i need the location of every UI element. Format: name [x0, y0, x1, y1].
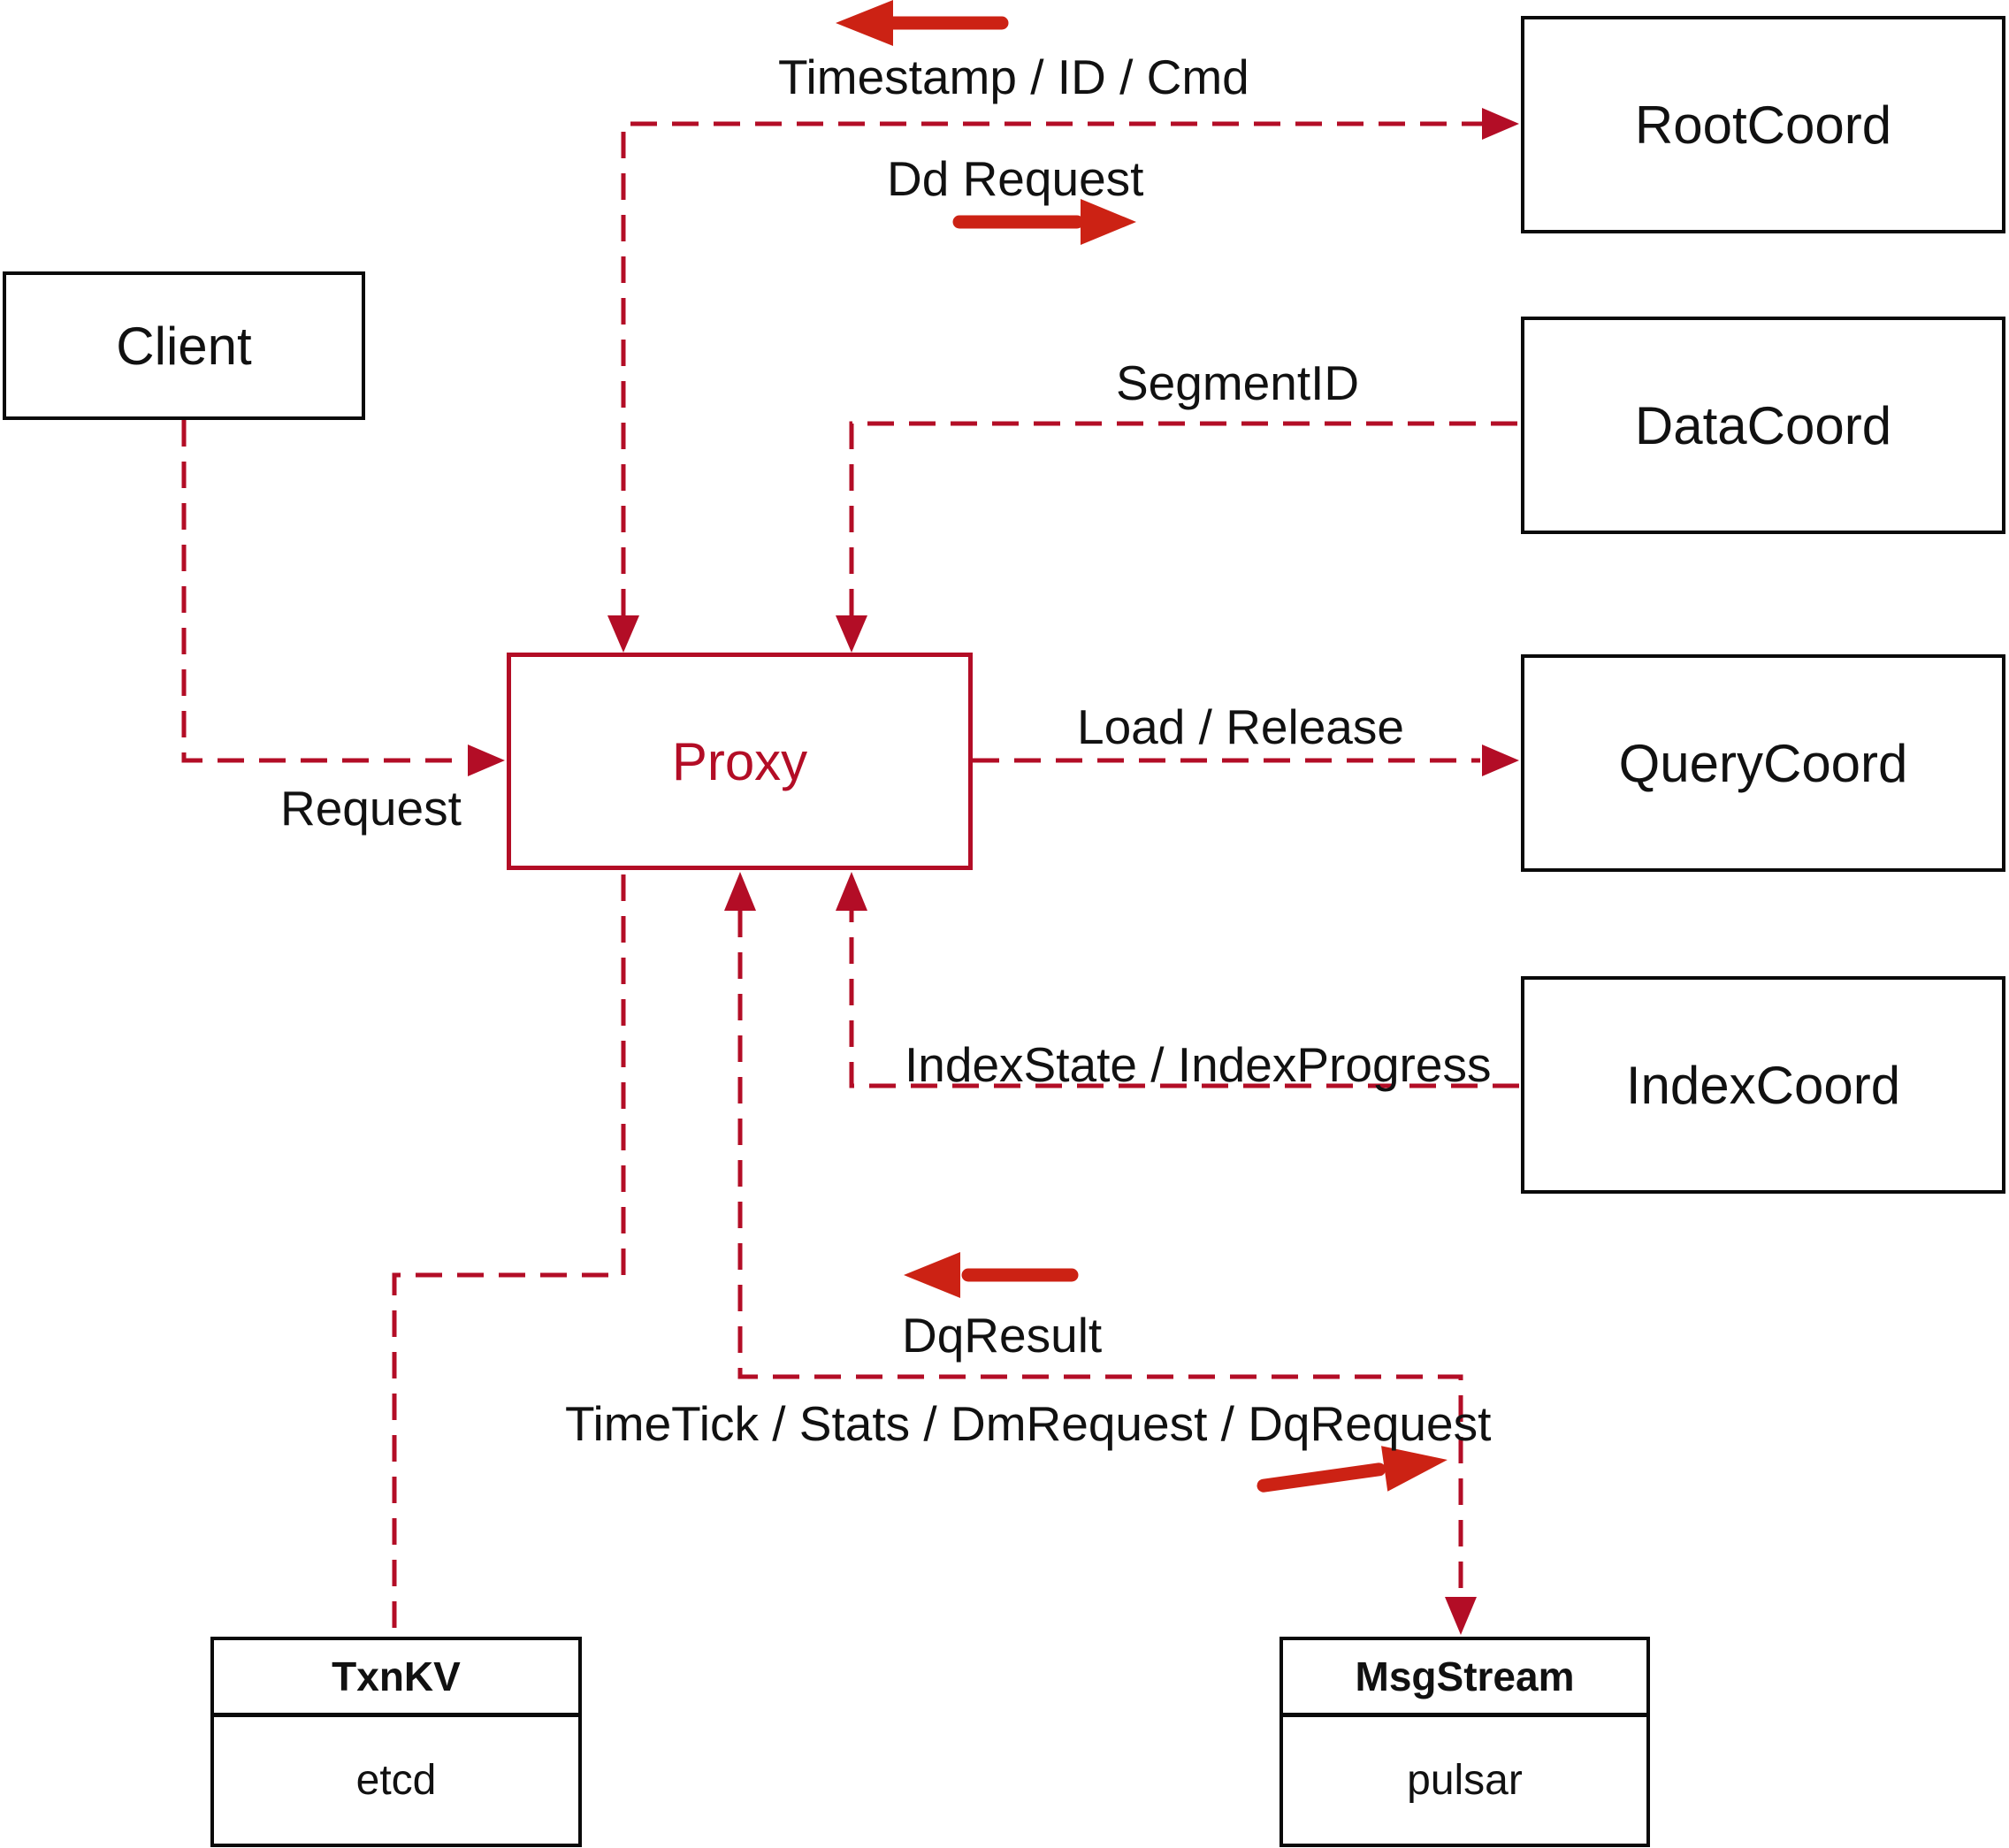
arrow-head — [836, 0, 893, 46]
edge-label-request: Request — [280, 781, 462, 836]
edge-label-index-state-progress: IndexState / IndexProgress — [905, 1037, 1492, 1092]
querycoord-node: QueryCoord — [1521, 654, 2005, 872]
arrowhead-into-proxy-top-right-icon — [836, 615, 867, 653]
datacoord-label: DataCoord — [1634, 395, 1892, 455]
edge-label-segment-id: SegmentID — [1116, 355, 1360, 410]
arrow-shaft — [1257, 1462, 1386, 1493]
arrow-head — [1381, 1446, 1448, 1492]
msgstream-header: MsgStream — [1283, 1640, 1646, 1717]
txnkv-body: etcd — [214, 1717, 578, 1844]
querycoord-label: QueryCoord — [1618, 733, 1908, 793]
proxy-node: Proxy — [507, 653, 973, 870]
msgstream-impl-label: pulsar — [1407, 1757, 1523, 1804]
dq-result-direction-left-arrow-icon — [904, 1252, 1079, 1298]
client-label: Client — [116, 316, 252, 376]
edge-label-timetick-stats: TimeTick / Stats / DmRequest / DqRequest — [565, 1396, 1492, 1451]
arrowhead-into-proxy-bottom-right-icon — [836, 872, 867, 911]
edge-indexcoord-proxy — [849, 911, 1519, 1088]
msgstream-body: pulsar — [1283, 1717, 1646, 1844]
arrowhead-into-proxy-bottom-left-icon — [724, 872, 756, 911]
edge-datacoord-proxy — [849, 421, 1519, 615]
edge-client-proxy — [181, 420, 466, 763]
arrowhead-into-msgstream-icon — [1445, 1597, 1477, 1635]
msgstream-title: MsgStream — [1355, 1653, 1575, 1699]
proxy-label: Proxy — [671, 731, 808, 791]
indexcoord-node: IndexCoord — [1521, 976, 2005, 1194]
timestamp-direction-left-arrow-icon — [836, 0, 1009, 46]
edge-proxy-msgstream — [737, 911, 1463, 1597]
msgstream-node: MsgStream pulsar — [1279, 1637, 1650, 1847]
indexcoord-label: IndexCoord — [1625, 1055, 1901, 1115]
edge-label-dd-request: Dd Request — [887, 151, 1144, 206]
txnkv-node: TxnKV etcd — [210, 1637, 582, 1847]
txnkv-header: TxnKV — [214, 1640, 578, 1717]
edge-label-load-release: Load / Release — [1077, 699, 1404, 754]
dd-request-direction-right-arrow-icon — [952, 199, 1136, 245]
arrowhead-into-proxy-left-icon — [468, 745, 505, 776]
rootcoord-label: RootCoord — [1634, 95, 1892, 155]
client-node: Client — [3, 271, 365, 420]
txnkv-impl-label: etcd — [355, 1757, 437, 1804]
txnkv-title: TxnKV — [332, 1653, 461, 1699]
arrowhead-into-rootcoord-icon — [1482, 108, 1519, 140]
edge-label-timestamp-id-cmd: Timestamp / ID / Cmd — [778, 50, 1249, 104]
dm-request-direction-right-arrow-icon — [1257, 1446, 1448, 1493]
arrowhead-into-querycoord-icon — [1482, 745, 1519, 776]
edge-proxy-txnkv — [392, 874, 626, 1635]
datacoord-node: DataCoord — [1521, 317, 2005, 534]
arrowhead-into-proxy-top-left-icon — [607, 615, 639, 653]
edge-label-dq-result: DqResult — [902, 1308, 1103, 1363]
rootcoord-node: RootCoord — [1521, 16, 2005, 233]
arrow-head — [1081, 199, 1136, 245]
arrow-head — [904, 1252, 960, 1298]
edge-proxy-rootcoord — [621, 121, 1482, 615]
